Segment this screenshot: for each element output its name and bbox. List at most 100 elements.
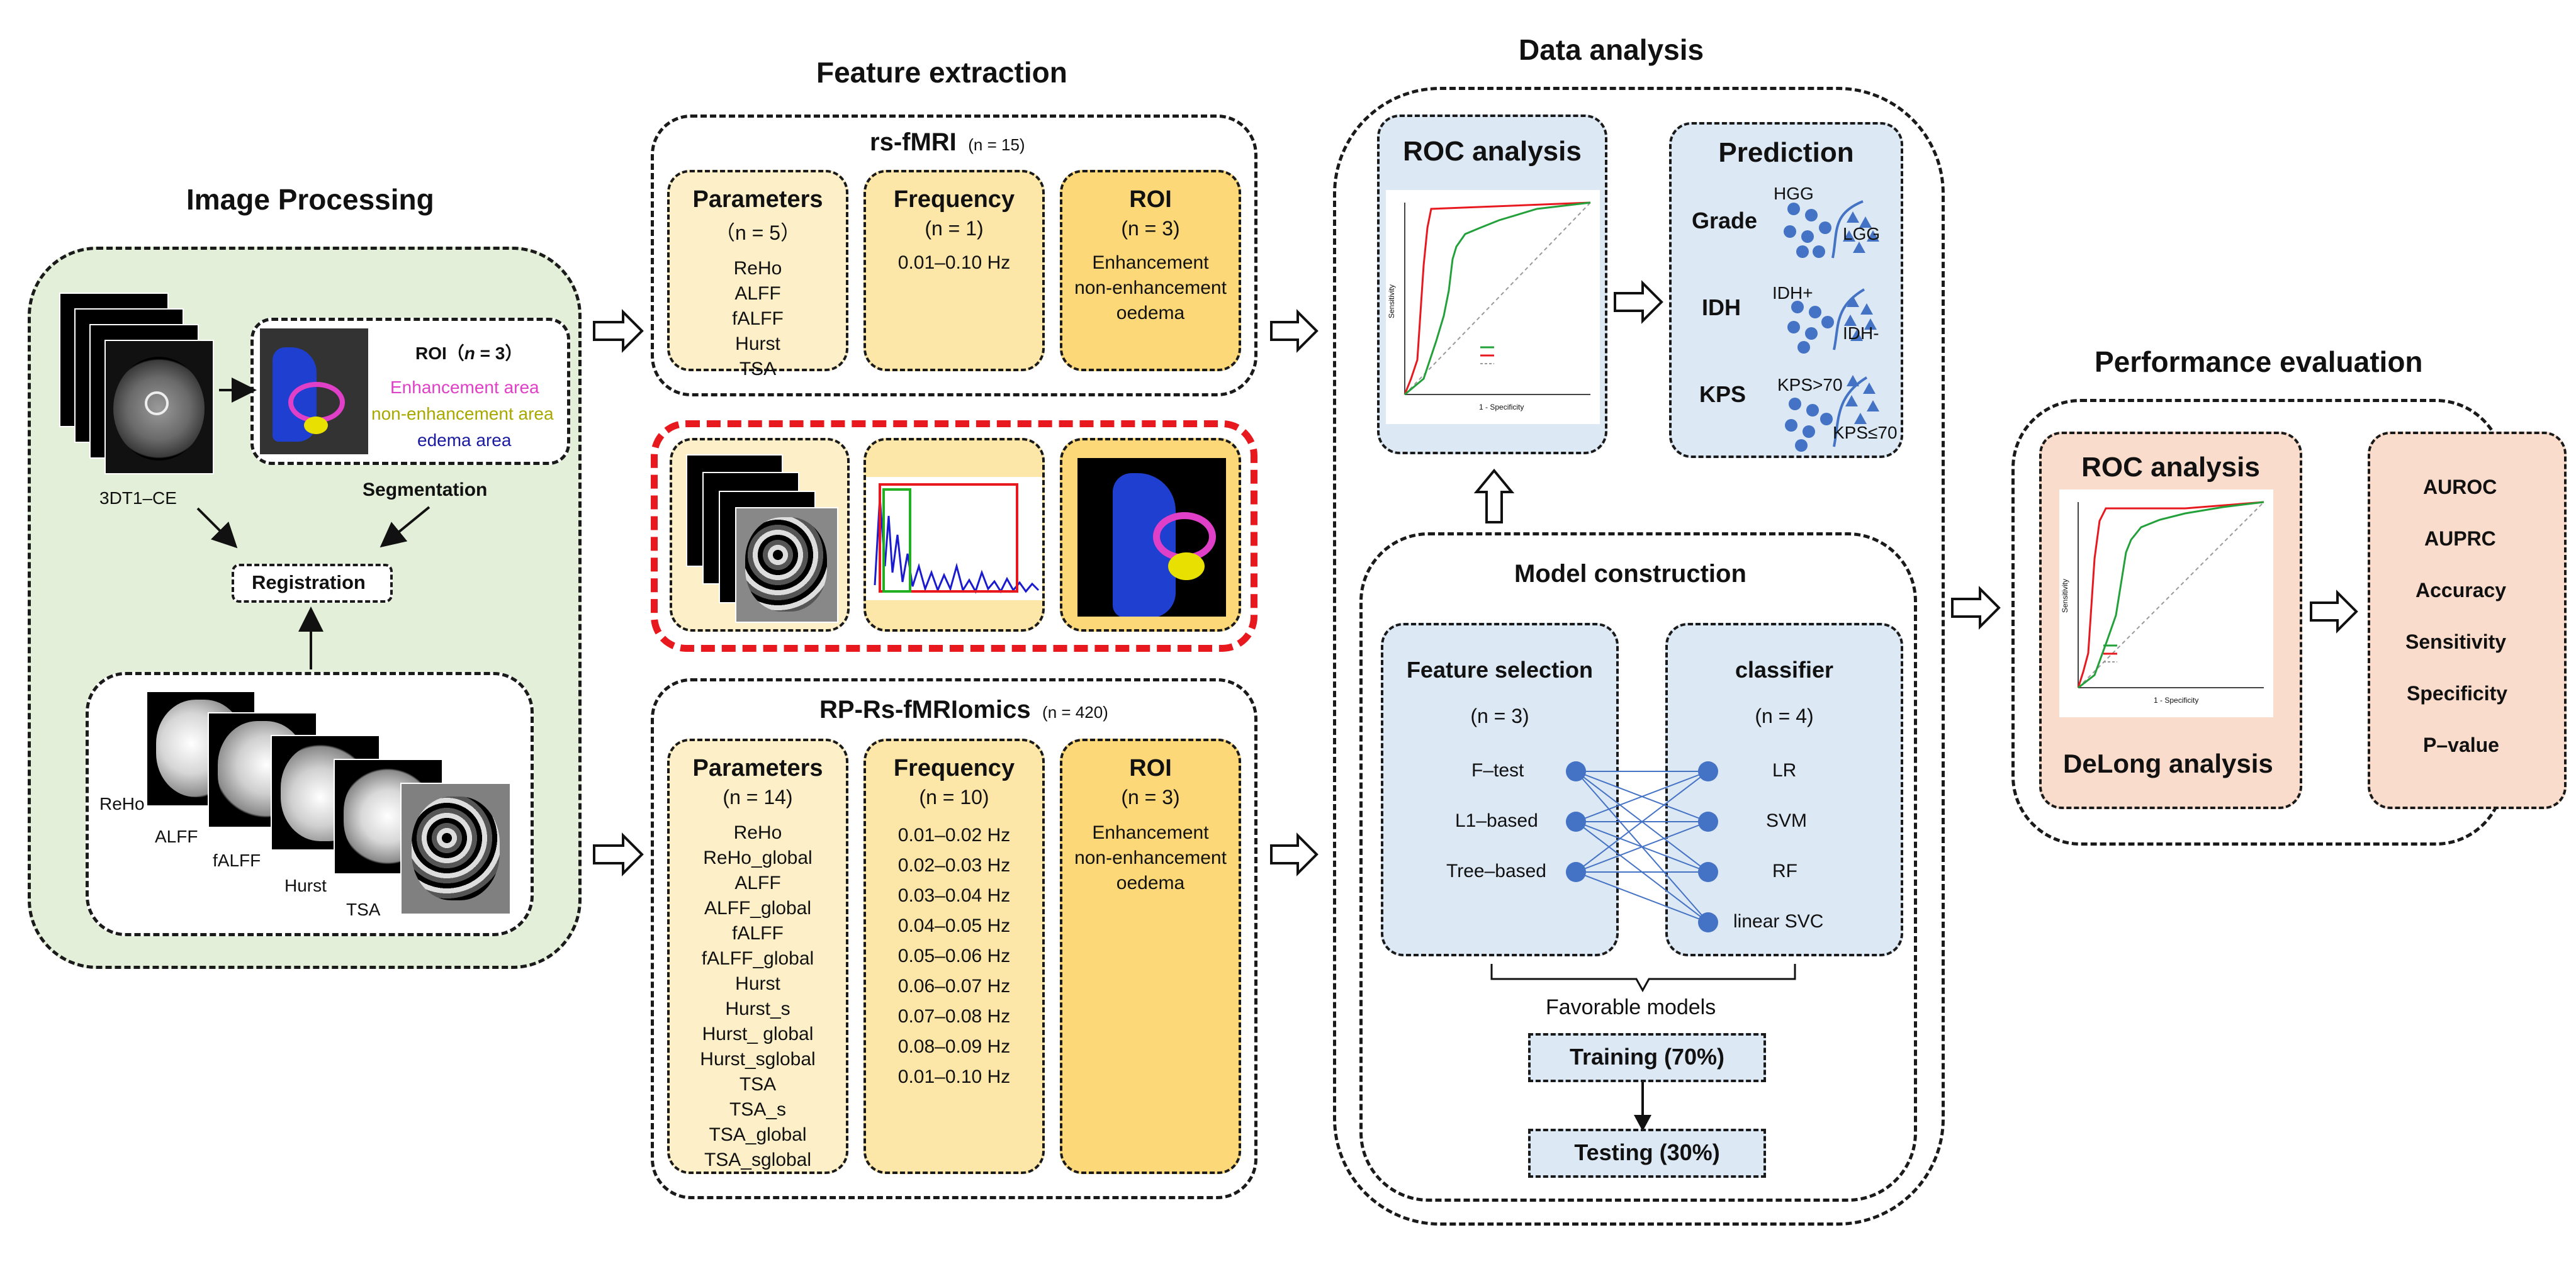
data-analysis-panel — [1333, 87, 1945, 1226]
classifier-lr: LR — [1772, 760, 1797, 781]
rp-parameter-item: Hurst — [735, 973, 780, 994]
rs-frequency-item: 0.01–0.10 Hz — [897, 252, 1011, 273]
training-label: Training (70%) — [1569, 1044, 1725, 1070]
roi-brain-image — [260, 328, 368, 454]
rs-parameter-item: fALFF — [732, 308, 784, 329]
performance-evaluation-title: Performance evaluation — [2095, 345, 2423, 378]
model-construction-title: Model construction — [1514, 560, 1746, 588]
prediction-grade-upper: HGG — [1774, 184, 1814, 203]
rs-roi-item: oedema — [1116, 303, 1185, 323]
rs-roi-n: (n = 3) — [1121, 217, 1180, 240]
arrow-rs-to-da — [1270, 309, 1319, 353]
classifier-title: classifier — [1735, 657, 1834, 683]
data-analysis-title: Data analysis — [1519, 33, 1704, 66]
metric-specificity: Specificity — [2407, 682, 2508, 705]
rp-roi-n: (n = 3) — [1121, 786, 1180, 808]
delong-label: DeLong analysis — [2063, 749, 2273, 778]
image-processing-title: Image Processing — [186, 183, 434, 216]
rp-frequency-item: 0.06–0.07 Hz — [897, 976, 1011, 997]
rs-frequency-n: (n = 1) — [925, 217, 984, 240]
rp-roi-column: ROI (n = 3) Enhancement non-enhancement … — [1060, 739, 1241, 1174]
da-roc-xlabel: 1 - Specificity — [1479, 403, 1524, 411]
metric-auroc: AUROC — [2423, 476, 2497, 498]
rs-parameters-n: （n = 5） — [714, 221, 801, 244]
rp-parameter-item: fALFF — [732, 923, 784, 944]
feature-l1: L1–based — [1455, 810, 1538, 831]
map-label-reho: ReHo — [99, 794, 145, 814]
arrow-ip-to-rp — [593, 832, 644, 876]
da-roc-plot: 1 - Specificity Sensitivity — [1386, 190, 1600, 424]
metric-accuracy: Accuracy — [2416, 579, 2507, 601]
rp-parameter-item: fALFF_global — [701, 948, 814, 969]
arrow-rp-to-da — [1270, 832, 1319, 876]
rp-parameter-item: ALFF — [734, 873, 781, 893]
roi-area-enhancement: Enhancement area — [390, 378, 539, 397]
rs-parameter-item: ReHo — [733, 258, 782, 279]
testing-box: Testing (30%) — [1528, 1129, 1766, 1178]
prediction-idh-lower: IDH- — [1843, 323, 1879, 343]
roi-title-prefix: ROI（ — [415, 344, 464, 363]
rp-frequency-item: 0.05–0.06 Hz — [897, 946, 1011, 966]
rs-roi-title: ROI — [1129, 186, 1172, 213]
rp-roi-item: non-enhancement — [1074, 847, 1227, 868]
feature-selection-title: Feature selection — [1406, 657, 1594, 683]
rp-parameters-title: Parameters — [692, 755, 823, 781]
signal-waveform — [874, 483, 1040, 594]
roi-title: ROI（n = 3） — [415, 340, 522, 365]
rs-fmri-title-text: rs-fMRI — [870, 128, 957, 156]
rp-parameter-item: TSA — [739, 1074, 777, 1095]
rp-frequency-column: Frequency (n = 10) 0.01–0.02 Hz 0.02–0.0… — [863, 739, 1045, 1174]
metrics-card — [2368, 432, 2567, 809]
rp-parameter-item: Hurst_sglobal — [700, 1049, 816, 1070]
prediction-title: Prediction — [1718, 137, 1854, 168]
rp-parameter-item: ReHo — [733, 822, 782, 843]
rp-frequency-item: 0.07–0.08 Hz — [897, 1006, 1011, 1027]
arrow-da-to-pe — [1951, 586, 2001, 630]
favorable-models-label: Favorable models — [1546, 995, 1716, 1019]
rs-roi-item: non-enhancement — [1074, 277, 1227, 298]
rp-roi-title: ROI — [1129, 755, 1172, 781]
classifier-linear-svc: linear SVC — [1733, 911, 1824, 932]
perf-roc-title: ROC analysis — [2081, 452, 2260, 483]
prediction-idh-label: IDH — [1702, 294, 1741, 320]
roi-mask-example — [1060, 438, 1241, 632]
rp-parameters-n: (n = 14) — [723, 786, 793, 808]
rp-parameters-column: Parameters (n = 14) ReHo ReHo_global ALF… — [667, 739, 848, 1174]
perf-roc-xlabel: 1 - Specificity — [2154, 696, 2199, 705]
feature-ftest: F–test — [1471, 760, 1524, 781]
rs-parameter-item: TSA — [739, 359, 777, 379]
rs-parameter-item: Hurst — [735, 333, 780, 354]
rp-parameter-item: TSA_sglobal — [704, 1149, 812, 1170]
rp-parameter-item: Hurst_s — [725, 998, 790, 1019]
map-label-tsa: TSA — [346, 900, 381, 919]
rp-rs-fmriomics-panel — [651, 678, 1257, 1199]
rp-frequency-item: 0.03–0.04 Hz — [897, 885, 1011, 906]
prediction-kps-lower: KPS≤70 — [1833, 423, 1898, 442]
segmentation-label: Segmentation — [363, 479, 488, 500]
rp-rs-fmriomics-title: RP-Rs-fMRIomics (n = 420) — [819, 696, 1108, 724]
rp-frequency-item: 0.01–0.02 Hz — [897, 825, 1011, 846]
rs-frequency-column: Frequency (n = 1) 0.01–0.10 Hz — [863, 170, 1045, 371]
perf-roc-ylabel: Sensitivity — [2061, 578, 2070, 613]
da-roc-ylabel: Sensitivity — [1387, 284, 1397, 319]
rs-parameters-title: Parameters — [692, 186, 823, 213]
feature-extraction-title: Feature extraction — [816, 56, 1067, 89]
arrow-ip-to-rs — [593, 309, 644, 353]
rs-parameter-item: ALFF — [734, 283, 781, 304]
testing-label: Testing (30%) — [1574, 1139, 1720, 1165]
classifier-svm: SVM — [1766, 810, 1808, 831]
image-examples-panel — [651, 420, 1257, 652]
feature-selection-card: Feature selection (n = 3) — [1381, 623, 1619, 956]
rp-frequency-n: (n = 10) — [919, 786, 989, 808]
classifier-rf: RF — [1772, 861, 1797, 881]
model-construction-panel — [1359, 532, 1917, 1202]
map-label-hurst: Hurst — [284, 876, 327, 895]
feature-tree: Tree–based — [1446, 861, 1546, 881]
metric-sensitivity: Sensitivity — [2405, 630, 2507, 653]
training-box: Training (70%) — [1528, 1033, 1766, 1082]
rs-fmri-n-label: (n = 15) — [968, 135, 1025, 154]
rp-frequency-item: 0.04–0.05 Hz — [897, 915, 1011, 936]
t1-scan-label: 3DT1–CE — [99, 488, 177, 508]
da-roc-title: ROC analysis — [1403, 136, 1582, 167]
rp-roi-item: oedema — [1116, 873, 1185, 893]
